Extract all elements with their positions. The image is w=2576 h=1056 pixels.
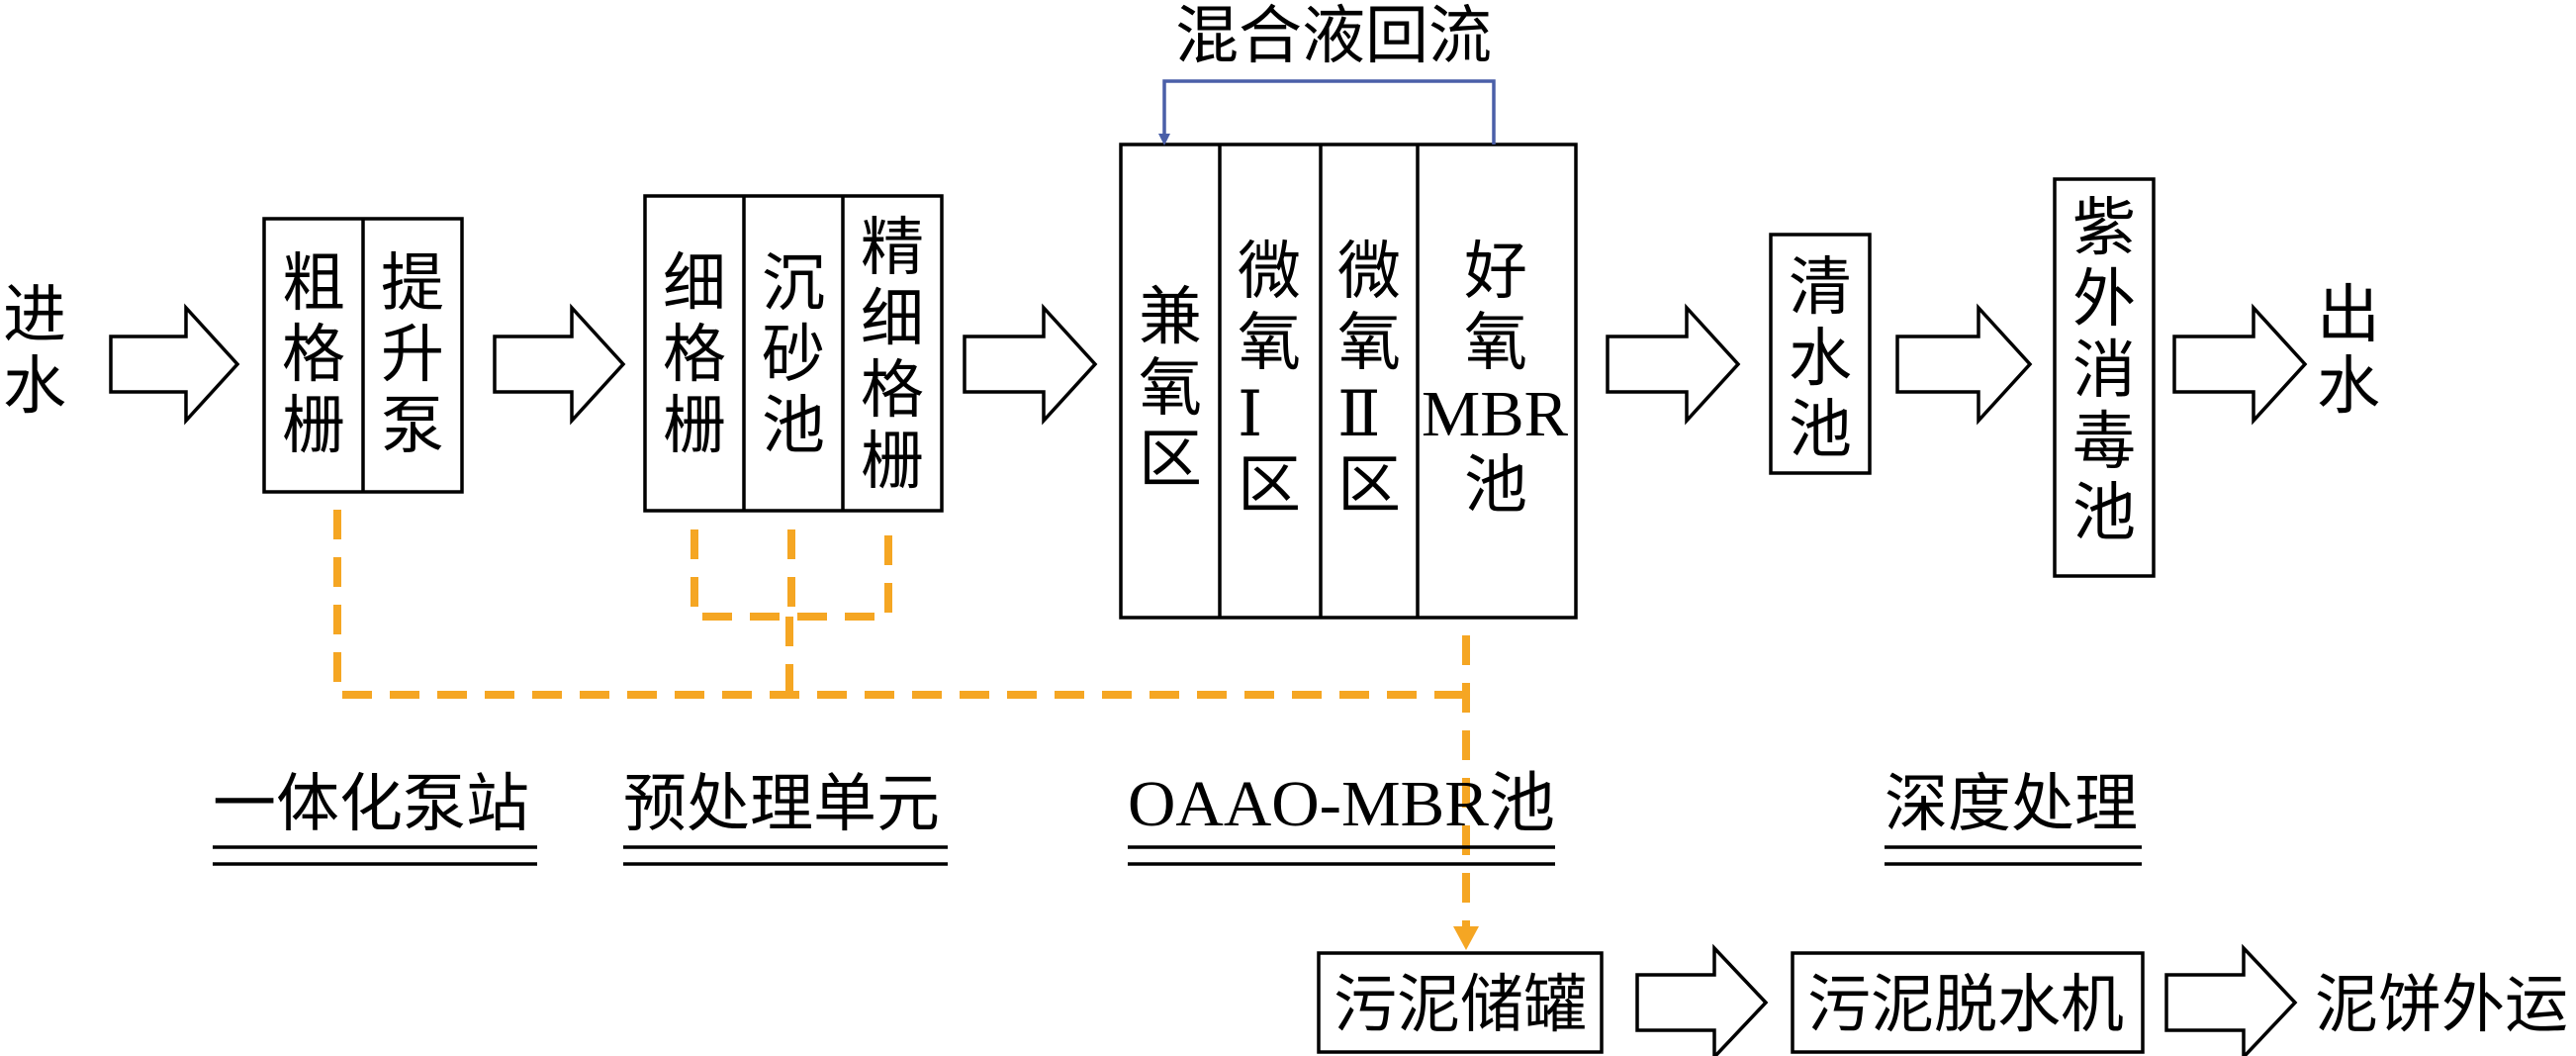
svg-text:池: 池 <box>1789 394 1852 467</box>
svg-text:紫: 紫 <box>2072 192 2136 265</box>
svg-text:清: 清 <box>1789 251 1852 325</box>
svg-text:Ⅱ: Ⅱ <box>1337 378 1381 451</box>
svg-text:池: 池 <box>2072 477 2136 550</box>
svg-text:细: 细 <box>861 283 924 356</box>
svg-text:氧: 氧 <box>1139 352 1202 426</box>
svg-text:池: 池 <box>1464 449 1527 523</box>
recycle-label: 混合液回流 <box>1175 0 1492 73</box>
lift-pump-cell: 提 升 泵 <box>381 247 444 463</box>
svg-text:污泥脱水机: 污泥脱水机 <box>1807 969 2124 1042</box>
outlet-label: 出 水 <box>2317 279 2380 424</box>
svg-text:水: 水 <box>3 350 66 424</box>
svg-text:MBR: MBR <box>1422 378 1568 450</box>
svg-text:粗: 粗 <box>282 247 345 321</box>
svg-text:毒: 毒 <box>2072 406 2136 479</box>
svg-text:外: 外 <box>2072 263 2136 336</box>
svg-text:栅: 栅 <box>861 426 924 499</box>
svg-text:格: 格 <box>282 319 345 392</box>
svg-text:栅: 栅 <box>663 390 726 463</box>
svg-text:出: 出 <box>2317 279 2380 352</box>
svg-text:砂: 砂 <box>762 319 825 392</box>
svg-text:深度处理: 深度处理 <box>1885 768 2138 841</box>
svg-text:氧: 氧 <box>1337 307 1401 380</box>
svg-text:水: 水 <box>2317 350 2380 424</box>
svg-text:Ⅰ: Ⅰ <box>1238 378 1262 451</box>
sludge-dewatering-machine: 污泥脱水机 <box>1791 951 2145 1054</box>
svg-text:精: 精 <box>861 212 924 285</box>
pretreatment-block: 细 格 栅 沉 砂 池 精 细 格 栅 <box>643 194 944 513</box>
coarse-screen-cell: 粗 格 栅 <box>282 247 345 463</box>
sludge-lines <box>333 510 1479 950</box>
svg-text:升: 升 <box>381 319 444 392</box>
flow-arrow-oaao-to-clear-tank <box>1606 303 1741 426</box>
sludge-cake-export-label: 泥饼外运 <box>2315 969 2568 1042</box>
flow-arrow-dewatering-to-cake <box>2164 943 2298 1056</box>
svg-text:进: 进 <box>3 279 66 352</box>
svg-text:格: 格 <box>861 354 924 428</box>
svg-text:预处理单元: 预处理单元 <box>623 768 940 841</box>
uv-disinfection-tank: 紫 外 消 毒 池 <box>2053 177 2156 578</box>
ultrafine-screen-cell: 精 细 格 栅 <box>861 212 924 499</box>
svg-text:一体化泵站: 一体化泵站 <box>213 768 529 841</box>
sludge-arrowhead <box>1453 926 1479 950</box>
svg-text:兼: 兼 <box>1139 281 1202 354</box>
flow-arrow-uv-to-outlet <box>2172 303 2308 426</box>
grit-chamber-cell: 沉 砂 池 <box>762 247 825 463</box>
section-label-pump-station: 一体化泵站 <box>213 768 537 866</box>
svg-text:泵: 泵 <box>381 390 444 463</box>
svg-text:池: 池 <box>762 390 825 463</box>
micro-oxic-zone-1-cell: 微 氧 Ⅰ 区 <box>1238 236 1301 523</box>
svg-text:区: 区 <box>1238 449 1301 523</box>
svg-text:微: 微 <box>1238 236 1301 309</box>
section-label-pretreatment: 预处理单元 <box>623 768 948 866</box>
clear-water-tank: 清 水 池 <box>1769 233 1872 475</box>
svg-text:栅: 栅 <box>282 390 345 463</box>
flow-arrow-pump-to-pretreatment <box>493 303 626 426</box>
flow-arrow-clear-tank-to-uv <box>1895 303 2033 426</box>
svg-text:提: 提 <box>381 247 444 321</box>
svg-text:微: 微 <box>1337 236 1401 309</box>
svg-text:区: 区 <box>1337 449 1401 523</box>
svg-text:沉: 沉 <box>762 247 825 321</box>
mixed-liquor-recycle: 混合液回流 <box>1158 0 1496 145</box>
sludge-storage-tank: 污泥储罐 <box>1317 951 1604 1054</box>
svg-text:OAAO-MBR池: OAAO-MBR池 <box>1128 768 1555 840</box>
svg-text:消: 消 <box>2072 335 2136 408</box>
flow-arrow-inlet <box>109 303 240 426</box>
flow-arrow-pretreatment-to-oaao <box>963 303 1098 426</box>
svg-text:氧: 氧 <box>1464 307 1527 380</box>
section-label-oaao-mbr: OAAO-MBR池 <box>1128 768 1555 866</box>
oaao-mbr-block: 兼 氧 区 微 氧 Ⅰ 区 微 氧 Ⅱ 区 好 氧 MBR 池 <box>1119 143 1578 620</box>
svg-text:格: 格 <box>663 319 726 392</box>
fine-screen-cell: 细 格 栅 <box>663 247 726 463</box>
svg-text:好: 好 <box>1464 236 1527 309</box>
svg-text:污泥储罐: 污泥储罐 <box>1334 969 1587 1042</box>
svg-text:水: 水 <box>1789 323 1852 396</box>
anoxic-zone-cell: 兼 氧 区 <box>1139 281 1202 497</box>
flow-arrow-storage-to-dewatering <box>1635 943 1769 1056</box>
svg-text:氧: 氧 <box>1238 307 1301 380</box>
svg-text:区: 区 <box>1139 424 1202 497</box>
aerobic-mbr-tank-cell: 好 氧 MBR 池 <box>1422 236 1568 523</box>
section-label-advanced-treatment: 深度处理 <box>1885 768 2142 866</box>
inlet-label: 进 水 <box>3 279 66 424</box>
micro-oxic-zone-2-cell: 微 氧 Ⅱ 区 <box>1337 236 1401 523</box>
pump-station-block: 粗 格 栅 提 升 泵 <box>262 217 464 494</box>
svg-text:细: 细 <box>663 247 726 321</box>
